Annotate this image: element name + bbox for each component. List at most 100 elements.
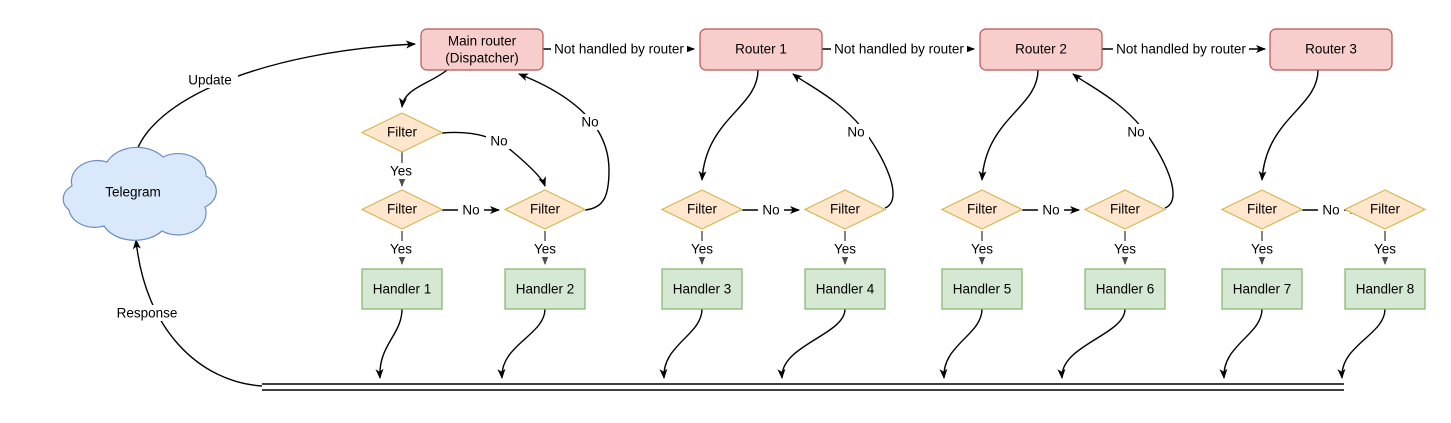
label-no-c-mid-bg (1038, 202, 1064, 218)
edge-router3-to-filter-d1 (1258, 69, 1319, 181)
label-yes-d1-group: Yes (1245, 241, 1279, 257)
router-1-box (699, 28, 823, 71)
node-main-router[interactable]: Main router (Dispatcher) (420, 28, 544, 71)
node-filter-b2[interactable]: Filter (803, 189, 887, 230)
node-router-3[interactable]: Router 3 (1269, 28, 1393, 71)
filter-d2-label: Filter (1370, 202, 1401, 217)
edge-mainrouter-to-filter-a1 (398, 69, 448, 108)
label-yes-a2: Yes (390, 242, 412, 257)
handler-5-box (941, 268, 1023, 310)
node-handler-5[interactable]: Handler 5 (941, 268, 1023, 310)
label-no-a-top-bg (486, 133, 512, 149)
filter-a3-diamond (503, 189, 587, 230)
node-filter-d1[interactable]: Filter (1220, 189, 1304, 230)
label-not-handled-3: Not handled by router (1116, 42, 1246, 57)
label-no-c-mid-group: No (1038, 202, 1064, 218)
label-update-group: Update (182, 72, 238, 88)
edge-handler-8-to-rail (1337, 308, 1386, 379)
main-router-box (420, 28, 544, 71)
handler-7-box (1221, 268, 1303, 310)
edge-router2-to-filter-c1 (978, 69, 1039, 181)
label-yes-a2-group: Yes (384, 241, 418, 257)
node-filter-c1[interactable]: Filter (940, 189, 1024, 230)
node-filter-b1[interactable]: Filter (660, 189, 744, 230)
label-not-handled-1-group: Not handled by router (551, 41, 687, 57)
node-filter-d2[interactable]: Filter (1343, 189, 1427, 230)
label-no-b-back-bg (843, 124, 869, 140)
label-no-c-back-group: No (1123, 124, 1149, 140)
edge-handler-7-to-rail (1219, 308, 1263, 379)
filter-c2-diamond (1083, 189, 1167, 230)
filter-a1-label: Filter (387, 125, 418, 140)
handler-1-box (361, 268, 443, 310)
label-yes-b2: Yes (834, 242, 856, 257)
label-yes-c2: Yes (1114, 242, 1136, 257)
node-filter-a2[interactable]: Filter (360, 189, 444, 230)
filter-a2-diamond (360, 189, 444, 230)
label-response: Response (117, 306, 178, 321)
node-router-1[interactable]: Router 1 (699, 28, 823, 71)
label-yes-a3-group: Yes (528, 241, 562, 257)
node-filter-c2[interactable]: Filter (1083, 189, 1167, 230)
label-yes-b1: Yes (691, 242, 713, 257)
label-yes-d1: Yes (1251, 242, 1273, 257)
node-filter-a3[interactable]: Filter (503, 189, 587, 230)
label-no-b-mid: No (762, 203, 779, 218)
label-no-d-mid: No (1322, 203, 1339, 218)
handler-6-label: Handler 6 (1096, 282, 1155, 297)
label-yes-a2-bg (384, 241, 418, 257)
label-no-b-back-group: No (843, 124, 869, 140)
label-not-handled-1-bg (551, 41, 687, 57)
edge-handler-3-to-rail (659, 308, 703, 379)
filter-b1-label: Filter (687, 202, 718, 217)
label-yes-c1: Yes (971, 242, 993, 257)
edge-handler-1-to-rail (375, 308, 403, 379)
label-yes-c1-bg (965, 241, 999, 257)
main-router-label-line1: Main router (448, 34, 517, 49)
label-no-c-back-bg (1123, 124, 1149, 140)
label-not-handled-2-group: Not handled by router (831, 41, 967, 57)
handler-4-label: Handler 4 (816, 282, 875, 297)
node-handler-1[interactable]: Handler 1 (361, 268, 443, 310)
edges-layer (132, 40, 1389, 391)
label-not-handled-2-bg (831, 41, 967, 57)
label-yes-c2-group: Yes (1108, 241, 1142, 257)
edge-filter-c2-no-back (1072, 73, 1174, 209)
label-not-handled-2: Not handled by router (834, 42, 964, 57)
label-no-b-back: No (847, 125, 864, 140)
node-handler-4[interactable]: Handler 4 (804, 268, 886, 310)
cloud-shape (62, 146, 217, 241)
node-handler-7[interactable]: Handler 7 (1221, 268, 1303, 310)
label-yes-a3-bg (528, 241, 562, 257)
filter-b1-diamond (660, 189, 744, 230)
node-telegram-cloud[interactable]: Telegram (62, 146, 217, 241)
router-3-box (1269, 28, 1393, 71)
handler-6-box (1084, 268, 1166, 310)
handler-5-label: Handler 5 (953, 282, 1012, 297)
edge-handler-4-to-rail (777, 308, 846, 379)
handler-7-label: Handler 7 (1233, 282, 1292, 297)
main-router-label-line2: (Dispatcher) (445, 51, 519, 66)
node-handler-6[interactable]: Handler 6 (1084, 268, 1166, 310)
edge-handler-5-to-rail (939, 308, 983, 379)
label-yes-d2-group: Yes (1368, 241, 1402, 257)
edge-filter-a3-no-back (518, 73, 610, 211)
node-router-2[interactable]: Router 2 (979, 28, 1103, 71)
node-handler-3[interactable]: Handler 3 (661, 268, 743, 310)
label-update: Update (188, 73, 232, 88)
router-2-box (979, 28, 1103, 71)
label-no-a-mid-group: No (458, 202, 484, 218)
label-no-d-mid-bg (1318, 202, 1344, 218)
edge-handler-6-to-rail (1057, 308, 1126, 379)
handler-2-box (504, 268, 586, 310)
node-handler-2[interactable]: Handler 2 (504, 268, 586, 310)
node-handler-8[interactable]: Handler 8 (1344, 268, 1426, 310)
label-not-handled-3-group: Not handled by router (1113, 41, 1249, 57)
label-yes-b2-group: Yes (828, 241, 862, 257)
handler-8-box (1344, 268, 1426, 310)
filter-d2-diamond (1343, 189, 1427, 230)
label-yes-a1-bg (384, 163, 418, 179)
node-filter-a1[interactable]: Filter (360, 112, 444, 153)
handler-8-label: Handler 8 (1356, 282, 1415, 297)
